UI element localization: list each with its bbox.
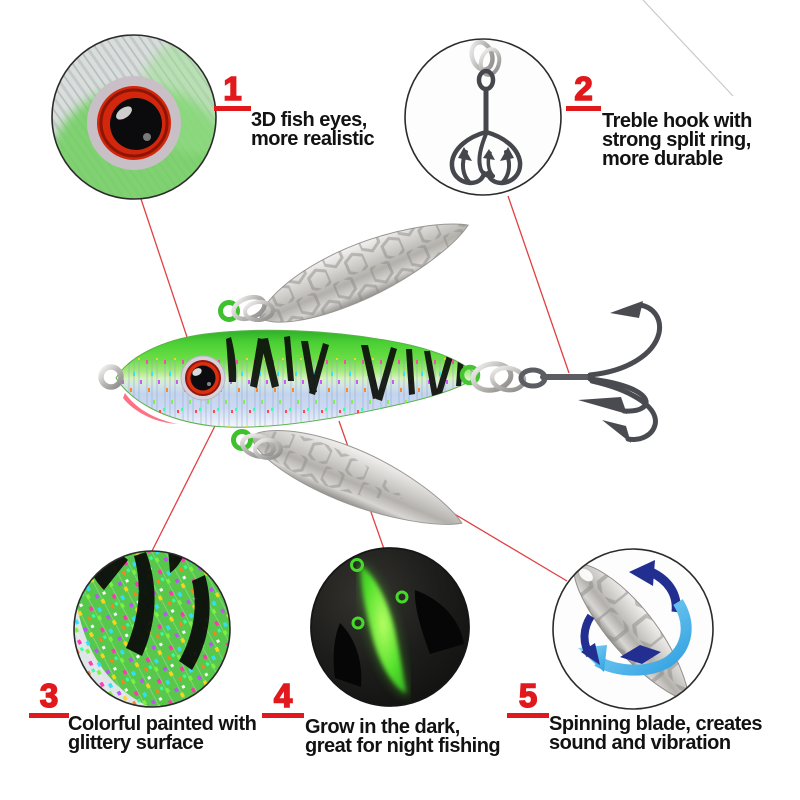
feature-number-3: 3 <box>29 678 69 718</box>
top-split-ring <box>218 294 275 323</box>
connector-line-3 <box>151 407 225 552</box>
feature-1-text: 3D fish eyes, more realistic <box>251 109 375 150</box>
background-fishing-line <box>642 0 734 97</box>
feature-2-line-1: Treble hook with <box>602 110 752 132</box>
lure-eye <box>180 355 226 401</box>
feature-3-line-2: glittery surface <box>68 732 204 754</box>
feature-number-2: 2 <box>566 71 601 111</box>
feature-5-text: Spinning blade, creates sound and vibrat… <box>549 713 763 754</box>
feature-1-line-1: 3D fish eyes, <box>251 109 367 131</box>
chin-red-flash <box>123 393 178 424</box>
top-spinner-blade <box>259 223 469 323</box>
connector-line-2 <box>507 195 570 374</box>
nose-ring <box>98 364 124 390</box>
feature-2-text: Treble hook with strong split ring, more… <box>602 110 752 170</box>
feature-5-line-2: sound and vibration <box>549 732 731 754</box>
fishing-lure <box>98 223 663 525</box>
connector-line-5 <box>440 505 568 582</box>
bottom-split-ring <box>231 429 283 460</box>
feature-5-line-1: Spinning blade, creates <box>549 713 763 735</box>
connector-line-1 <box>140 198 197 365</box>
feature-number-1: 1 <box>214 71 251 111</box>
feature-3-line-1: Colorful painted with <box>68 713 257 735</box>
lure-body <box>98 329 479 428</box>
feature-2-line-3: more durable <box>602 148 723 170</box>
callout-photo-spinning-blade <box>552 548 714 710</box>
callout-photo-glow-in-dark <box>310 547 470 707</box>
bottom-spinner-blade <box>250 430 463 525</box>
feature-4-line-1: Grow in the dark, <box>305 716 460 738</box>
feature-1-line-2: more realistic <box>251 128 375 150</box>
feature-2-line-2: strong split ring, <box>602 129 751 151</box>
tiger-stripes <box>226 336 464 401</box>
callout-photo-glitter-surface <box>73 550 231 708</box>
callout-photo-fish-eye <box>51 34 217 200</box>
feature-4-text: Grow in the dark, great for night fishin… <box>305 716 501 757</box>
callout-photo-treble-hook <box>404 38 562 196</box>
feature-number-5: 5 <box>507 678 549 718</box>
tail-treble-hook <box>459 301 663 443</box>
feature-4-line-2: great for night fishing <box>305 735 501 757</box>
rotation-arrows-icon <box>578 560 692 676</box>
feature-3-text: Colorful painted with glittery surface <box>68 713 257 754</box>
feature-number-4: 4 <box>262 678 304 718</box>
